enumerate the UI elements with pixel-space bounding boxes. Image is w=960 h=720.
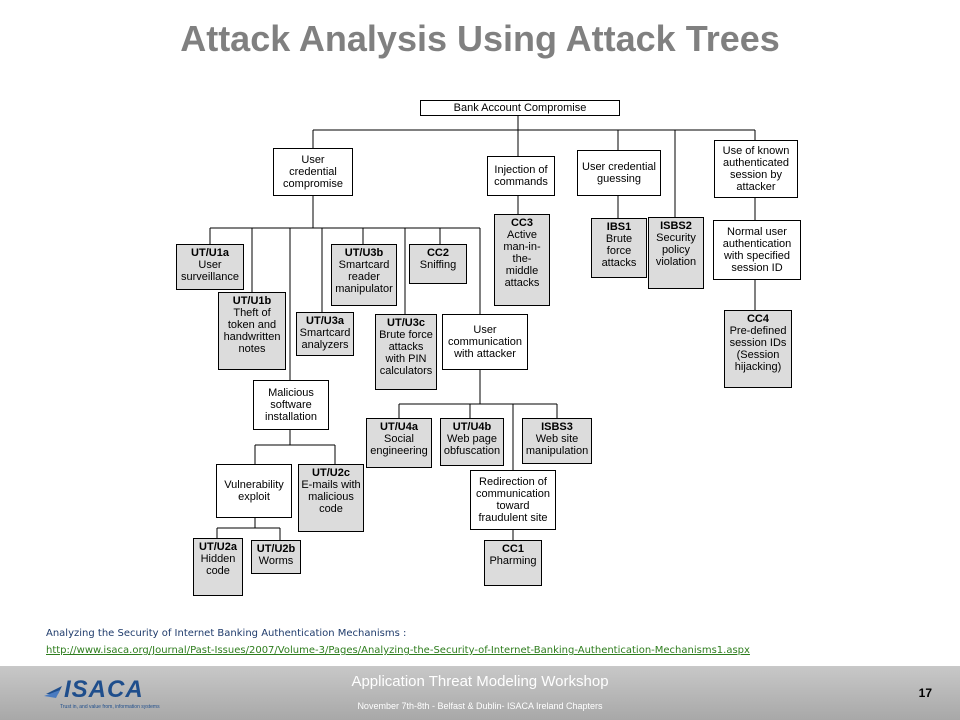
attack-desc-line: attacks	[601, 257, 637, 269]
attack-id: UT/U2a	[199, 541, 237, 553]
attack-id: ISBS3	[541, 421, 573, 433]
attack-desc-line: engineering	[370, 445, 428, 457]
attack-desc-line: reader	[348, 271, 380, 283]
footer-title: Application Threat Modeling Workshop	[351, 673, 609, 690]
attack-desc-line: Pre-defined	[729, 325, 787, 337]
node-use-of-known-session: Use of known authenticated session by at…	[714, 140, 798, 198]
attack-desc-line: Active	[507, 229, 537, 241]
attack-desc-line: policy	[661, 244, 691, 256]
attack-desc-line: manipulation	[525, 445, 589, 457]
attack-id: UT/U4a	[380, 421, 418, 433]
attack-id: UT/U2c	[312, 467, 350, 479]
attack-desc-line: analyzers	[301, 339, 349, 351]
footer-bar	[0, 666, 960, 720]
attack-id: UT/U4b	[452, 421, 492, 433]
attack-desc-line: middle	[505, 265, 539, 277]
attack-desc-line: Web site	[535, 433, 579, 445]
node-user-credential-guessing: User credential guessing	[577, 150, 661, 196]
attack-desc-line: attacks	[388, 341, 424, 353]
attack-id: CC2	[426, 247, 449, 259]
attack-id: IBS1	[606, 221, 632, 233]
attack-id: CC1	[501, 543, 524, 555]
node-normal-user-authentication: Normal user authentication with specifie…	[713, 220, 801, 280]
attack-desc-line: hijacking)	[734, 361, 782, 373]
node-injection-of-commands: Injection of commands	[487, 156, 555, 196]
attack-desc-line: with PIN	[385, 353, 427, 365]
node-malicious-software-installation: Malicious software installation	[253, 380, 329, 430]
attack-desc-line: Smartcard	[338, 259, 390, 271]
attack-desc-line: violation	[655, 256, 697, 268]
attack-desc-line: Security	[656, 232, 696, 244]
attack-desc-line: E-mails with	[301, 479, 361, 491]
attack-desc-line: manipulator	[335, 283, 393, 295]
node-user-communication-with-attacker: User communication with attacker	[442, 314, 528, 370]
attack-desc-line: Sniffing	[419, 259, 457, 271]
attack-desc-line: surveillance	[180, 271, 240, 283]
attack-id: UT/U1a	[191, 247, 229, 259]
attack-desc-line: code	[206, 565, 230, 577]
attack-desc-line: handwritten	[223, 331, 281, 343]
slide-title: Attack Analysis Using Attack Trees	[180, 18, 780, 59]
attack-desc-line: Web page	[447, 433, 497, 445]
node-vulnerability-exploit: Vulnerability exploit	[216, 464, 292, 518]
node-bank-account-compromise: Bank Account Compromise	[420, 100, 620, 116]
attack-id: UT/U2b	[256, 543, 296, 555]
attack-desc-line: notes	[238, 343, 266, 355]
attack-id: CC4	[746, 313, 769, 325]
attack-desc-line: session IDs	[729, 337, 787, 349]
attack-desc-line: attacks	[504, 277, 540, 289]
attack-desc-line: (Session	[736, 349, 780, 361]
node-user-credential-compromise: User credential compromise	[273, 148, 353, 196]
attack-desc-line: Theft of	[233, 307, 271, 319]
attack-desc-line: Worms	[258, 555, 294, 567]
attack-id: UT/U3b	[344, 247, 384, 259]
attack-desc-line: Social	[384, 433, 414, 445]
attack-desc-line: Brute force	[379, 329, 433, 341]
attack-id: CC3	[510, 217, 533, 229]
attack-desc-line: Brute	[605, 233, 633, 245]
attack-desc-line: token and	[227, 319, 277, 331]
isaca-logo-text: ISACA	[64, 676, 144, 703]
attack-id: ISBS2	[660, 220, 692, 232]
attack-desc-line: User	[198, 259, 222, 271]
attack-desc-line: the-	[512, 253, 532, 265]
attack-desc-line: malicious	[308, 491, 354, 503]
attack-desc-line: Hidden	[200, 553, 236, 565]
attack-desc-line: code	[319, 503, 343, 515]
attack-desc-line: obfuscation	[443, 445, 501, 457]
attack-desc-line: Pharming	[489, 555, 537, 567]
attack-desc-line: force	[606, 245, 632, 257]
attack-id: UT/U3a	[306, 315, 344, 327]
attack-desc-line: Smartcard	[299, 327, 351, 339]
reference-caption: Analyzing the Security of Internet Banki…	[46, 628, 407, 639]
footer-subtitle: November 7th-8th - Belfast & Dublin- ISA…	[357, 701, 603, 711]
reference-link[interactable]: http://www.isaca.org/Journal/Past-Issues…	[46, 645, 750, 656]
attack-id: UT/U3c	[387, 317, 425, 329]
isaca-logo-mark	[44, 686, 62, 698]
attack-desc-line: man-in-	[503, 241, 541, 253]
isaca-logo-tagline: Trust in, and value from, information sy…	[60, 704, 160, 710]
attack-desc-line: calculators	[379, 365, 433, 377]
node-redirection-of-communication: Redirection of communication toward frau…	[470, 470, 556, 530]
page-number: 17	[918, 686, 932, 700]
attack-id: UT/U1b	[232, 295, 272, 307]
